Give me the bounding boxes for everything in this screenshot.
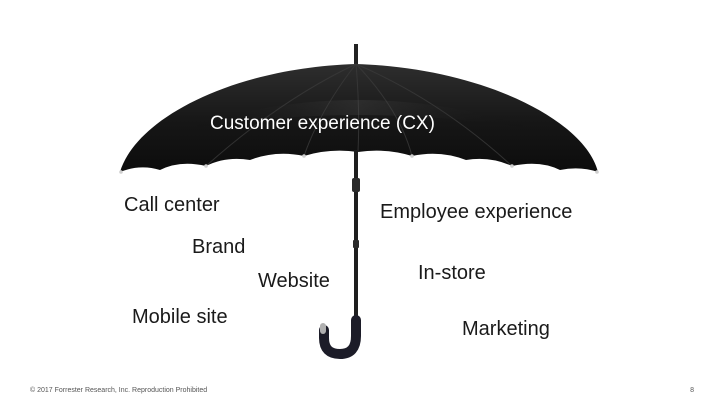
label-marketing: Marketing [462,318,550,340]
label-call-center: Call center [124,194,220,216]
label-mobile-site: Mobile site [132,306,228,328]
label-in-store: In-store [418,262,486,284]
footer-copyright: © 2017 Forrester Research, Inc. Reproduc… [30,387,208,394]
rib-tips [119,154,599,174]
umbrella-tip [354,44,358,64]
umbrella-shaft [354,150,358,322]
umbrella-handle [319,315,361,360]
umbrella-title: Customer experience (CX) [210,113,435,134]
label-brand: Brand [192,236,246,258]
label-website: Website [258,270,330,292]
page-number: 8 [690,387,694,394]
label-employee-experience: Employee experience [380,201,573,223]
